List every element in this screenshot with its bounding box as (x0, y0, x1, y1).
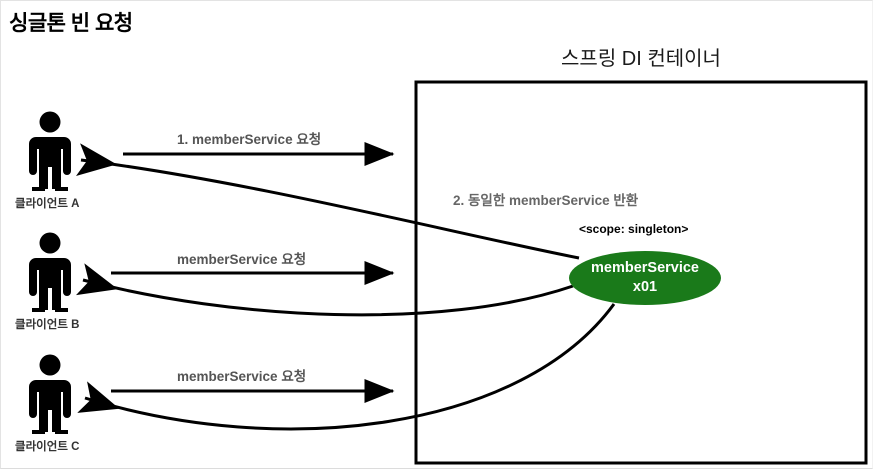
return-curve-c (77, 303, 616, 431)
request-label-a: 1. memberService 요청 (177, 132, 322, 147)
client-label-c: 클라이언트 C (15, 441, 80, 453)
request-label-c: memberService 요청 (177, 369, 307, 384)
client-b-figure (29, 232, 71, 312)
di-container-box (414, 80, 868, 465)
client-c-figure (29, 354, 71, 434)
client-a-figure (29, 111, 71, 191)
return-curve-a (75, 143, 580, 260)
client-label-b: 클라이언트 B (15, 319, 80, 331)
return-flow-label: 2. 동일한 memberService 반환 (453, 193, 639, 208)
page-title: 싱글톤 빈 요청 (9, 12, 133, 35)
client-label-a: 클라이언트 A (15, 198, 80, 210)
return-curve-b (75, 263, 574, 317)
request-label-b: memberService 요청 (177, 252, 307, 267)
bean-scope-label: <scope: singleton> (579, 222, 689, 236)
singleton-bean-ellipse (569, 251, 721, 305)
di-container-title: 스프링 DI 컨테이너 (561, 48, 721, 70)
